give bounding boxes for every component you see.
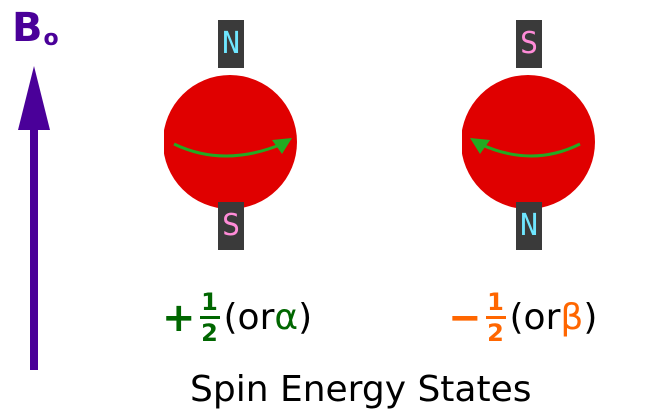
state-beta-symbol: β xyxy=(560,296,584,338)
diagram-caption: Spin Energy States xyxy=(190,369,532,410)
magnet-north-bottom: N xyxy=(516,202,542,250)
field-subscript: o xyxy=(43,26,59,51)
state-beta-prefix: (or xyxy=(509,296,561,338)
magnet-south-top: S xyxy=(516,20,542,68)
state-alpha-prefix: (or xyxy=(223,296,275,338)
field-arrow xyxy=(18,66,50,370)
nucleus-sphere-alpha xyxy=(164,75,297,209)
nucleus-sphere-beta xyxy=(462,75,595,209)
state-beta-suffix: ) xyxy=(583,296,598,338)
magnet-north-top: N xyxy=(218,20,244,68)
spin-arrowhead-icon xyxy=(470,138,490,154)
state-alpha-symbol: α xyxy=(274,296,299,338)
spin-arrow-line xyxy=(173,142,283,158)
magnet-south-bottom: S xyxy=(218,202,244,250)
state-beta-sign: − xyxy=(448,294,482,341)
field-symbol: B xyxy=(12,5,43,51)
spin-arrowhead-icon xyxy=(272,138,292,154)
field-label: Bo xyxy=(12,8,59,59)
spin-arrow-line xyxy=(479,142,581,158)
state-alpha-sign: + xyxy=(162,294,196,341)
state-alpha-suffix: ) xyxy=(298,296,313,338)
